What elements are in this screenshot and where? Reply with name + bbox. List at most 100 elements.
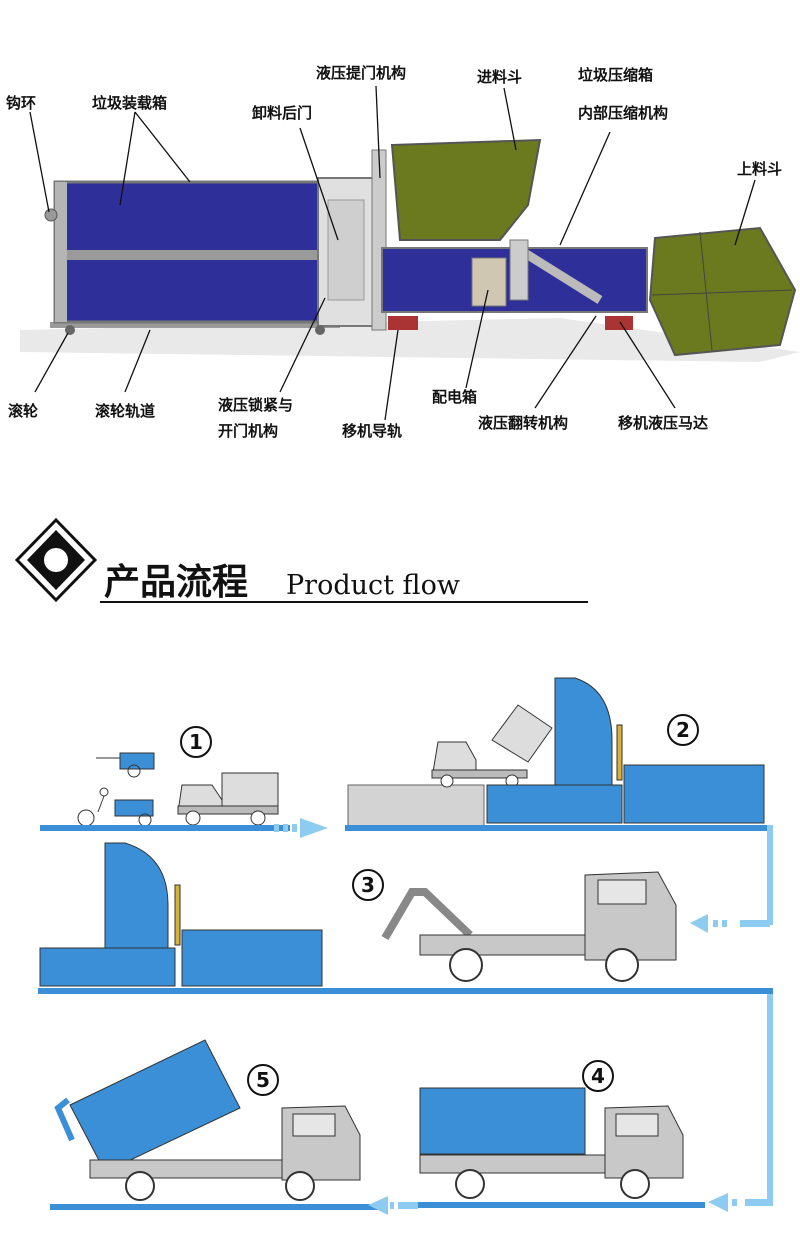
left-cylinder (174, 884, 181, 946)
flow-step-5: 5 (50, 1039, 418, 1215)
step-2-cylinder (616, 724, 623, 781)
step-2-truck-wheel-1 (440, 774, 454, 788)
step-4-chassis (419, 1154, 606, 1174)
flow-step-1: 1 (40, 726, 328, 838)
step-2-hopper (554, 677, 613, 791)
electric-box (471, 257, 507, 307)
step-2-platform (347, 784, 485, 828)
section-title-en: Product flow (286, 570, 460, 601)
connector-right-2 (767, 994, 773, 1199)
step-4-wheel-1 (455, 1169, 485, 1199)
hyd-motor (605, 316, 633, 330)
step-4-window (615, 1113, 659, 1137)
container-frame-left (55, 182, 67, 322)
label-hyd-lock-2: 开门机构 (218, 422, 278, 440)
label-container: 垃圾装载箱 (92, 94, 167, 112)
step-1-arrow (274, 818, 328, 838)
equipment-diagram: 钩环 垃圾装载箱 卸料后门 液压提门机构 进料斗 垃圾压缩箱 内部压缩机构 上料… (6, 64, 800, 440)
label-roller: 滚轮 (8, 402, 38, 420)
roller-left (65, 325, 75, 335)
move-rail-motor (388, 316, 418, 330)
step-4-container (419, 1087, 586, 1155)
small-truck-wheel-1 (185, 810, 201, 826)
step-3-wheel-1 (449, 948, 483, 982)
row-3-ground-left (50, 1204, 380, 1210)
label-hopper: 进料斗 (477, 68, 522, 86)
step-3-chassis (419, 934, 586, 956)
rear-door-panel (327, 199, 365, 301)
step-5-door (54, 1097, 75, 1142)
roller-track (50, 322, 340, 328)
step-2-ground (345, 825, 773, 831)
hook-ring (44, 208, 58, 222)
label-elec-box: 配电箱 (432, 388, 477, 406)
label-rear-door: 卸料后门 (252, 104, 312, 122)
step-1-ground (40, 825, 290, 831)
loading-hopper-seam-2 (651, 289, 793, 296)
label-hyd-flip: 液压翻转机构 (478, 414, 568, 432)
step-5-number: 5 (256, 1068, 270, 1092)
flow-step-3: 3 (352, 869, 773, 1199)
step-5-arrow (368, 1196, 418, 1215)
feed-hopper (390, 138, 542, 241)
step-1-badge (180, 726, 212, 758)
label-move-rail: 移机导轨 (342, 422, 402, 440)
step-2-number: 2 (676, 718, 690, 742)
step-5-chassis (89, 1159, 286, 1179)
roller-right (315, 325, 325, 335)
trike-box (114, 799, 154, 817)
step-5-wheel-1 (125, 1171, 155, 1201)
trike-wheel-back (77, 809, 95, 827)
loading-hopper-seam (699, 231, 713, 351)
step-2-truck-chassis (431, 769, 528, 779)
container-band (55, 250, 325, 260)
leader-lines (29, 85, 756, 421)
step-2-base (486, 784, 623, 824)
label-hyd-lock-1: 液压锁紧与 (218, 396, 293, 414)
step-5-wheel-2 (285, 1171, 315, 1201)
step-4-arrow-in (708, 1193, 773, 1212)
flow-step-4: 4 (405, 1060, 773, 1212)
label-move-motor: 移机液压马达 (618, 414, 708, 432)
step-3-wheel-2 (605, 948, 639, 982)
flow-step-2: 2 (345, 677, 773, 925)
connector-right-1 (767, 825, 773, 925)
label-roller-track: 滚轮轨道 (95, 402, 155, 420)
step-4-number: 4 (591, 1064, 605, 1088)
label-hyd-lift-door: 液压提门机构 (316, 64, 406, 82)
step-1-number: 1 (189, 730, 203, 754)
small-truck-box (221, 772, 279, 808)
left-base (39, 947, 176, 987)
small-truck-chassis (177, 805, 279, 815)
step-4-wheel-2 (620, 1169, 650, 1199)
step-3-badge (352, 869, 384, 901)
cart-wheel (127, 764, 141, 778)
rider-body (97, 795, 105, 813)
step-3-window (597, 879, 647, 905)
step-2-truck-box (491, 704, 553, 763)
label-loading-hopper: 上料斗 (737, 160, 782, 178)
row-2-ground (38, 988, 773, 994)
step-5-window (292, 1113, 336, 1137)
loading-hopper (648, 226, 797, 357)
section-header: 产品流程 Product flow (14, 517, 588, 603)
flow-compactor-left (38, 842, 773, 994)
step-2-badge (667, 714, 699, 746)
left-container (181, 929, 323, 987)
label-compress-box: 垃圾压缩箱 (578, 66, 653, 84)
step-5-container (69, 1039, 241, 1173)
flip-arm-bracket (509, 239, 529, 301)
step-3-arm (381, 888, 473, 941)
step-4-badge (582, 1060, 614, 1092)
diamond-icon (14, 517, 98, 603)
row-3-ground-right (405, 1202, 705, 1208)
step-2-container (623, 764, 765, 824)
small-truck-wheel-2 (250, 810, 266, 826)
cart-body (119, 752, 155, 770)
step-3-number: 3 (361, 873, 375, 897)
section-title-cn: 产品流程 (104, 562, 248, 603)
label-hook-ring: 钩环 (6, 94, 36, 112)
step-5-badge (247, 1064, 279, 1096)
rider-head (99, 787, 109, 797)
